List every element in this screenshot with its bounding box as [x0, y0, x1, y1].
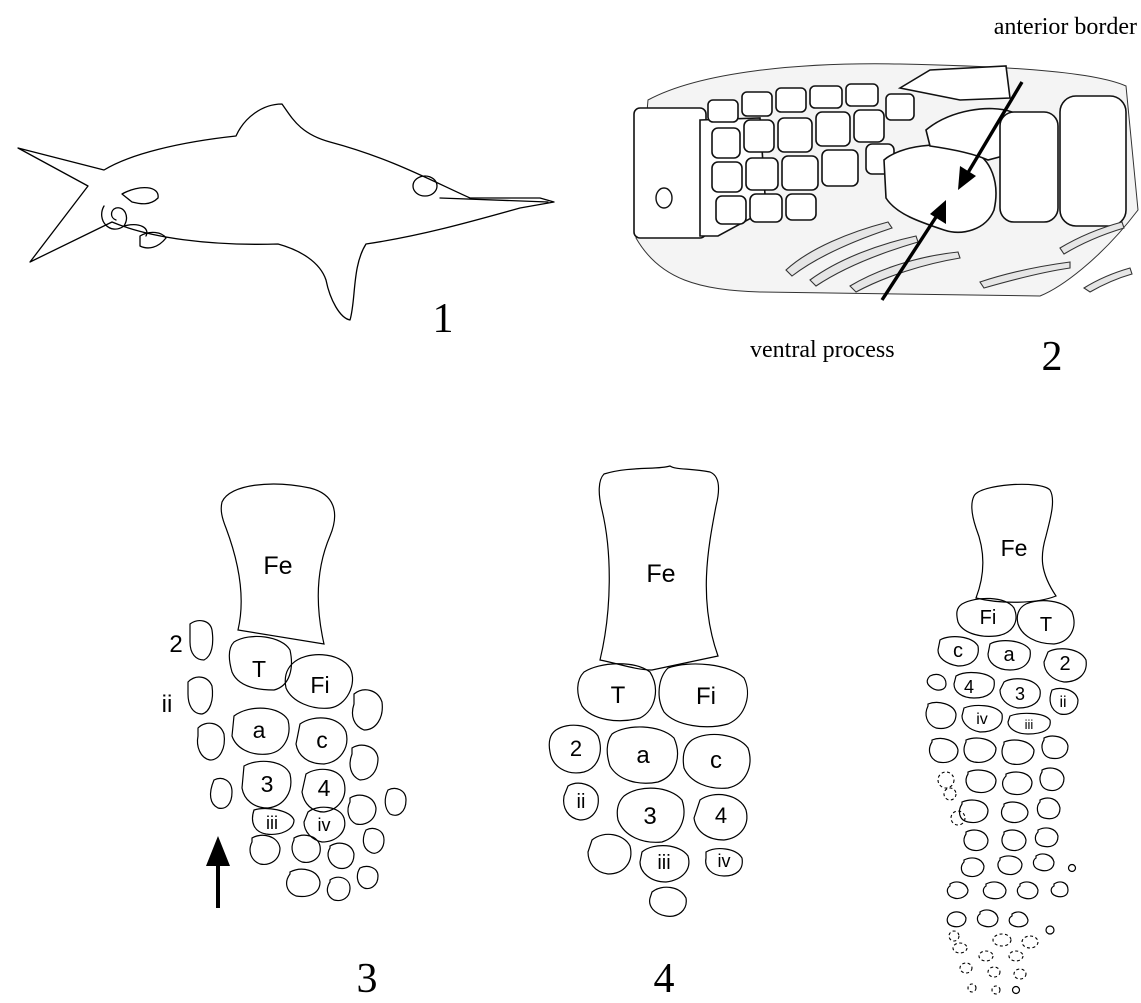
ichthyosaur-forelimb: [122, 188, 158, 204]
bone-a-label: a: [636, 742, 650, 769]
bone-iv-label: iv: [976, 711, 988, 728]
bone-3-label: 3: [643, 803, 656, 830]
orientation-arrowhead: [206, 836, 230, 866]
vertebra-right-1: [1000, 112, 1058, 222]
bone-2-label: 2: [1059, 653, 1070, 675]
vertebra-left: [634, 108, 706, 238]
bone-ii-label: ii: [577, 791, 586, 813]
bone-iii-label: iii: [657, 852, 670, 874]
bone-iii-label: iii: [1025, 717, 1034, 732]
bone-fi-label: Fi: [696, 683, 716, 710]
femur-label: Fe: [1001, 535, 1028, 561]
bone-4-label: 4: [964, 677, 974, 697]
femur-label: Fe: [646, 560, 675, 588]
bone-3-label: 3: [261, 771, 274, 797]
panel-3-number: 3: [357, 956, 378, 1002]
vertebra-right-2: [1060, 96, 1126, 226]
bone-3-label: 3: [1015, 684, 1025, 704]
bone-4-label: 4: [715, 803, 727, 828]
bone-iii-label: iii: [266, 813, 278, 833]
panel-3-fin-diagram: Fe T Fi a c 3 4 iii iv: [162, 484, 406, 1002]
ichthyosaur-body-outline: [18, 104, 554, 320]
bone-fi-label: Fi: [310, 672, 329, 698]
bone-c-label: c: [953, 640, 963, 662]
bone-2-label: 2: [570, 736, 582, 761]
bone-t-label: T: [1040, 614, 1052, 636]
bone-ii-label: ii: [1059, 694, 1066, 711]
panel-2-number: 2: [1042, 334, 1063, 380]
panel-2-fossil-specimen: anterior border ventral process 2: [634, 14, 1138, 380]
panel-1-number: 1: [433, 296, 454, 342]
bone-a-label: a: [253, 717, 266, 743]
bone-iv-label: iv: [318, 815, 331, 835]
bone-4: [954, 673, 994, 698]
panel-4-fin-diagram: Fe T Fi 2 a c ii 3 4 iii iv 4: [549, 466, 750, 1002]
femur-label: Fe: [263, 552, 292, 580]
bone-c-label: c: [710, 747, 722, 774]
unlabeled-phalanx: [650, 887, 687, 916]
bone-a-label: a: [1003, 644, 1015, 666]
bone-t-label: T: [252, 656, 266, 682]
side-label-ii: ii: [162, 691, 173, 718]
bone-4-label: 4: [318, 775, 331, 801]
bone-iv-label: iv: [718, 851, 731, 871]
unlabeled-phalanx: [588, 834, 631, 874]
panel-5-unlabeled-phalanges: [926, 674, 1068, 926]
bone-c-label: c: [316, 727, 328, 753]
panel-4-number: 4: [654, 956, 675, 1002]
panel-1-ichthyosaur-outline: 1: [18, 104, 554, 342]
ichthyosaur-eye: [413, 176, 437, 196]
bone-fi-label: Fi: [980, 607, 997, 629]
bone-t-label: T: [611, 682, 626, 709]
side-label-2: 2: [169, 631, 182, 658]
panel-5-fin-diagram: Fe Fi T c a 2 4 3 ii iv iii: [926, 484, 1086, 994]
ventral-process-label: ventral process: [750, 337, 895, 363]
anterior-border-label: anterior border: [994, 14, 1137, 40]
